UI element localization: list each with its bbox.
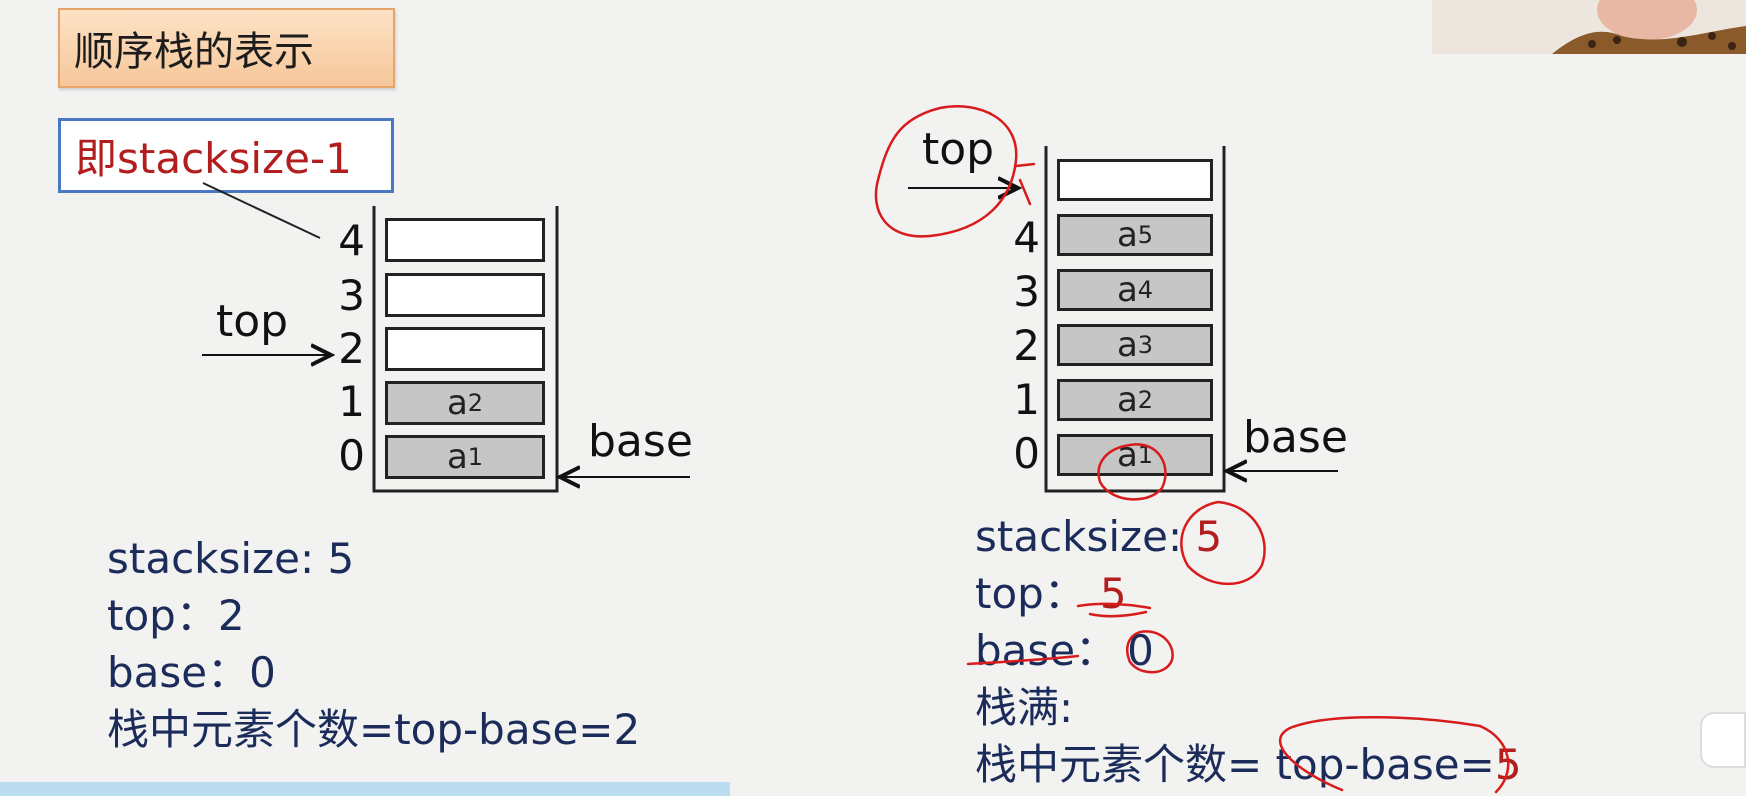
right-info-stacksize: stacksize: 5: [975, 508, 1522, 565]
right-index-1: 1: [1013, 375, 1040, 424]
left-index-1: 1: [338, 377, 365, 426]
left-base-label: base: [588, 416, 693, 467]
left-info-top: top：2: [107, 591, 245, 640]
right-index-2: 2: [1013, 321, 1040, 370]
right-info-count-label: 栈中元素个数= top-base=: [975, 740, 1495, 789]
left-top-label: top: [216, 296, 289, 347]
left-info-count: 栈中元素个数=top-base=2: [107, 705, 641, 754]
right-info-stacksize-value: 5: [1195, 512, 1223, 561]
left-cell-0-label: a: [446, 437, 468, 477]
left-index-4: 4: [338, 216, 365, 265]
right-info-count-value: 5: [1494, 740, 1522, 789]
right-base-label: base: [1243, 412, 1348, 463]
right-info-top: top： 5: [975, 565, 1522, 622]
right-cell-3-sub: 4: [1137, 276, 1154, 304]
presenter-webcam: [1432, 0, 1746, 54]
right-top-label: top: [922, 124, 995, 175]
right-cell-2-label: a: [1116, 325, 1138, 365]
right-index-4: 4: [1013, 213, 1040, 262]
left-stack-cell-3: [385, 273, 545, 317]
left-cell-1-sub: 2: [467, 389, 484, 417]
top-tick-annotation: [1014, 162, 1036, 206]
right-info-count: 栈中元素个数= top-base=5: [975, 736, 1522, 793]
right-info-top-value: 5: [1099, 569, 1127, 618]
right-index-0: 0: [1013, 429, 1040, 478]
left-index-3: 3: [338, 271, 365, 320]
bottom-progress-strip: [0, 782, 730, 796]
right-cell-3-label: a: [1116, 270, 1138, 310]
right-info-block: stacksize: 5 top： 5 base：0 栈满: 栈中元素个数= to…: [975, 508, 1522, 793]
left-index-0: 0: [338, 431, 365, 480]
left-info-block: stacksize: 5 top：2 base：0 栈中元素个数=top-bas…: [107, 530, 640, 758]
right-info-base-value: 0: [1127, 626, 1154, 675]
right-cell-4-label: a: [1116, 215, 1138, 255]
right-info-base: base：0: [975, 622, 1522, 679]
right-info-base-label: base：: [975, 626, 1118, 675]
slide-title-text: 顺序栈的表示: [74, 29, 314, 75]
right-stack-cell-5: [1057, 159, 1213, 201]
left-stack-cell-4: [385, 218, 545, 262]
slide-title: 顺序栈的表示: [58, 8, 395, 88]
right-cell-1-sub: 2: [1137, 386, 1154, 414]
left-info-stacksize: stacksize: 5: [107, 534, 355, 583]
right-cell-0-label: a: [1116, 435, 1138, 475]
side-panel-toggle[interactable]: [1700, 712, 1746, 768]
stacksize-note: 即stacksize-1: [58, 118, 394, 193]
left-stack-cell-2: [385, 327, 545, 371]
left-info-base: base：0: [107, 648, 276, 697]
right-info-stacksize-label: stacksize:: [975, 512, 1196, 561]
left-cell-0-sub: 1: [467, 443, 484, 471]
right-info-top-label: top：: [975, 569, 1086, 618]
left-index-2: 2: [338, 324, 365, 373]
stacksize-note-text: 即stacksize-1: [75, 134, 352, 183]
right-cell-4-sub: 5: [1137, 221, 1154, 249]
left-cell-1-label: a: [446, 383, 468, 423]
right-cell-0-sub: 1: [1137, 441, 1154, 469]
right-info-full: 栈满:: [975, 683, 1074, 732]
right-cell-1-label: a: [1116, 380, 1138, 420]
right-index-3: 3: [1013, 267, 1040, 316]
right-cell-2-sub: 3: [1137, 331, 1154, 359]
